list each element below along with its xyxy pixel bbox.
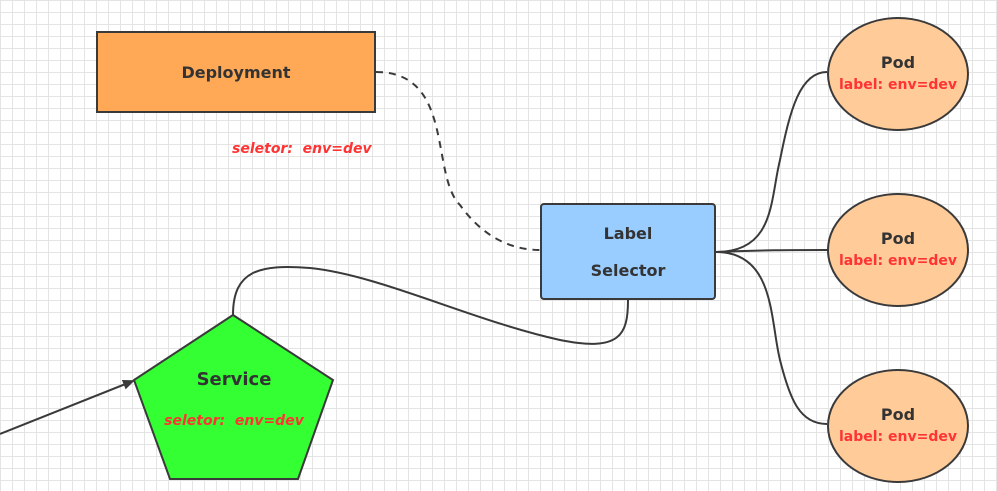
selector-to-pod1-link xyxy=(715,71,828,253)
deployment-selector-label: seletor: env=dev xyxy=(232,141,372,157)
pod-label: label: env=dev xyxy=(839,253,957,269)
service-title: Service xyxy=(196,369,272,390)
label-selector-node[interactable]: Label Selector xyxy=(540,203,716,300)
deployment-title: Deployment xyxy=(181,62,291,82)
deployment-node[interactable]: Deployment xyxy=(96,31,376,113)
service-pentagon[interactable] xyxy=(132,313,335,480)
label-selector-line1: Label xyxy=(603,223,653,243)
selector-to-pod3-link xyxy=(715,251,828,425)
pod-title: Pod xyxy=(880,405,916,424)
label-selector-line2: Selector xyxy=(590,260,666,280)
pod-label: label: env=dev xyxy=(839,77,957,93)
incoming-traffic-arrow xyxy=(0,380,135,435)
service-to-selector-link xyxy=(232,265,629,345)
pod-title: Pod xyxy=(880,53,916,72)
pod-node[interactable]: Pod label: env=dev xyxy=(827,17,969,131)
service-selector-label: seletor: env=dev xyxy=(164,413,304,429)
pod-node[interactable]: Pod label: env=dev xyxy=(827,369,969,483)
pod-label: label: env=dev xyxy=(839,429,957,445)
pod-node[interactable]: Pod label: env=dev xyxy=(827,193,969,307)
selector-to-pod2-link xyxy=(715,249,828,253)
pod-title: Pod xyxy=(880,229,916,248)
deployment-to-selector-link xyxy=(375,71,541,251)
